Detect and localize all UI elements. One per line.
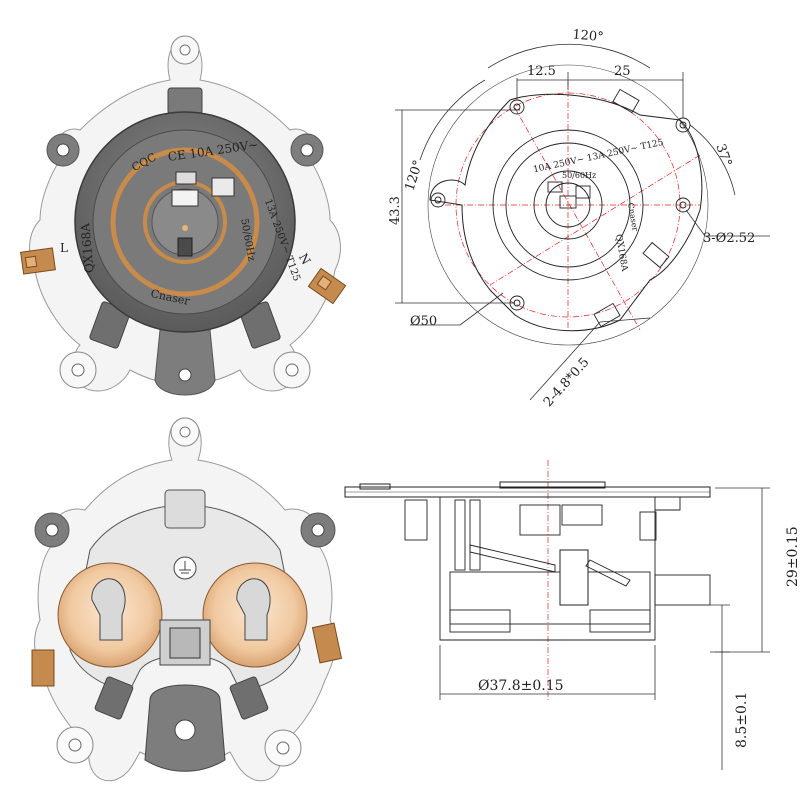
dim-label-slots: 2-4.8*0.5 [541, 355, 593, 410]
mounting-lug-left [46, 133, 80, 167]
terminal-label-l: L [60, 241, 68, 255]
drawing-model-label: QX168A [613, 234, 629, 273]
diagonal-centerline-2 [489, 154, 701, 286]
center-pin [182, 225, 188, 231]
bottom-lug-bottom-left [56, 726, 94, 764]
angle-label-left: 120° [402, 158, 426, 192]
leader-slots [529, 321, 601, 401]
elevation-base [449, 571, 651, 625]
hole-left [430, 192, 446, 208]
clip-left [91, 578, 126, 641]
angle-label-top: 120° [572, 27, 605, 45]
center-block [559, 549, 589, 606]
side-elevation-view: 29±0.15 Ø37.8±0.15 8.5±0.1 [344, 460, 800, 770]
elevation-body [400, 496, 681, 641]
angle-arc-left [419, 79, 486, 161]
connector-top-view: CQC CE 10A 250V~ 13A 250V~ T125 50/60Hz … [20, 35, 347, 396]
center-slot [171, 189, 199, 207]
connector-bottom-view [31, 417, 343, 782]
drawing-brand-label: Cnaser [626, 202, 640, 232]
terminal-tab-right [307, 267, 347, 305]
plate-outline [429, 93, 703, 332]
top-latch [167, 87, 203, 115]
dim-label-25: 25 [614, 64, 631, 79]
hole-right [675, 197, 691, 213]
slot-c [559, 195, 577, 209]
mounting-lug-bottom-right [273, 351, 311, 389]
pin-slot [177, 237, 193, 257]
mounting-lug-bottom-left [59, 351, 97, 389]
mounting-lug-top [170, 35, 200, 65]
angle-arc-top [487, 43, 651, 69]
dim-label-holes: 3-Ø2.52 [703, 231, 755, 246]
bottom-lug-top [170, 417, 200, 447]
side-terminal-block [654, 574, 711, 606]
bottom-terminal-right [311, 622, 343, 664]
center-bridge-slot [169, 627, 201, 659]
bottom-latch-left [94, 676, 134, 720]
dim-label-offset: 8.5±0.1 [734, 692, 750, 748]
bottom-lug-right [300, 512, 336, 548]
inner-ring [533, 170, 603, 240]
body-outline [492, 129, 644, 281]
angle-label-right: 37° [712, 142, 734, 169]
model-label: QX168A [78, 222, 96, 273]
leader-diameter [459, 292, 504, 326]
top-slot-left [175, 171, 197, 185]
bottom-lug-bottom-right [264, 729, 302, 767]
terminal-top [612, 88, 640, 114]
drawing-freq-label: 50/60Hz [562, 171, 596, 180]
terminal-right [642, 241, 670, 269]
top-slot-right [211, 177, 235, 197]
bottom-lug-left [34, 512, 70, 548]
clip-right [236, 578, 271, 641]
dim-label-diameter: Ø50 [410, 314, 437, 329]
drawing-rating-label: 10A 250V~ 13A 250V~ T125 [532, 138, 664, 175]
dimensioned-top-view: 10A 250V~ 13A 250V~ T125 50/60Hz QX168A … [388, 27, 770, 410]
outer-contact-ring [110, 147, 260, 297]
bottom-terminal-left [31, 649, 55, 687]
slot-a [547, 181, 563, 193]
angle-arc-right [689, 124, 736, 196]
bottom-latch-right [229, 676, 269, 720]
dim-label-base-diameter: Ø37.8±0.15 [478, 678, 564, 694]
mounting-lug-bottom [154, 329, 216, 396]
dim-label-height: 29±0.15 [785, 526, 800, 587]
dim-label-43-3: 43.3 [388, 196, 403, 225]
terminal-bottom [593, 302, 621, 328]
slot-b [575, 185, 591, 199]
outline-circle [427, 64, 709, 346]
terminal-tab-left [20, 247, 56, 275]
hub-outline [545, 182, 591, 228]
diagonal-centerline-1 [514, 107, 641, 331]
dim-label-12-5: 12.5 [527, 64, 556, 79]
top-notch [164, 489, 206, 529]
body-inner-outline [505, 142, 631, 268]
mounting-lug-right [290, 133, 324, 167]
